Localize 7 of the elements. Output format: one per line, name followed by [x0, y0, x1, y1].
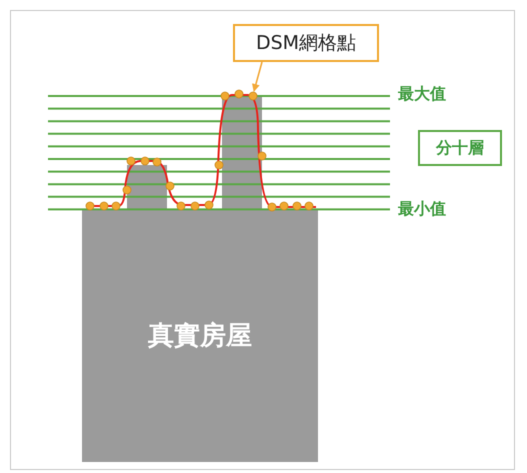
level-label: 最小值 — [398, 199, 446, 220]
level-label: 最大值 — [398, 84, 446, 105]
building-block: 真實房屋 — [82, 209, 318, 462]
layer-count-box: 分十層 — [418, 130, 502, 166]
grid-point-marker — [248, 92, 258, 100]
callout-box: DSM網格點 — [233, 24, 379, 62]
leader-arrow — [252, 62, 263, 92]
